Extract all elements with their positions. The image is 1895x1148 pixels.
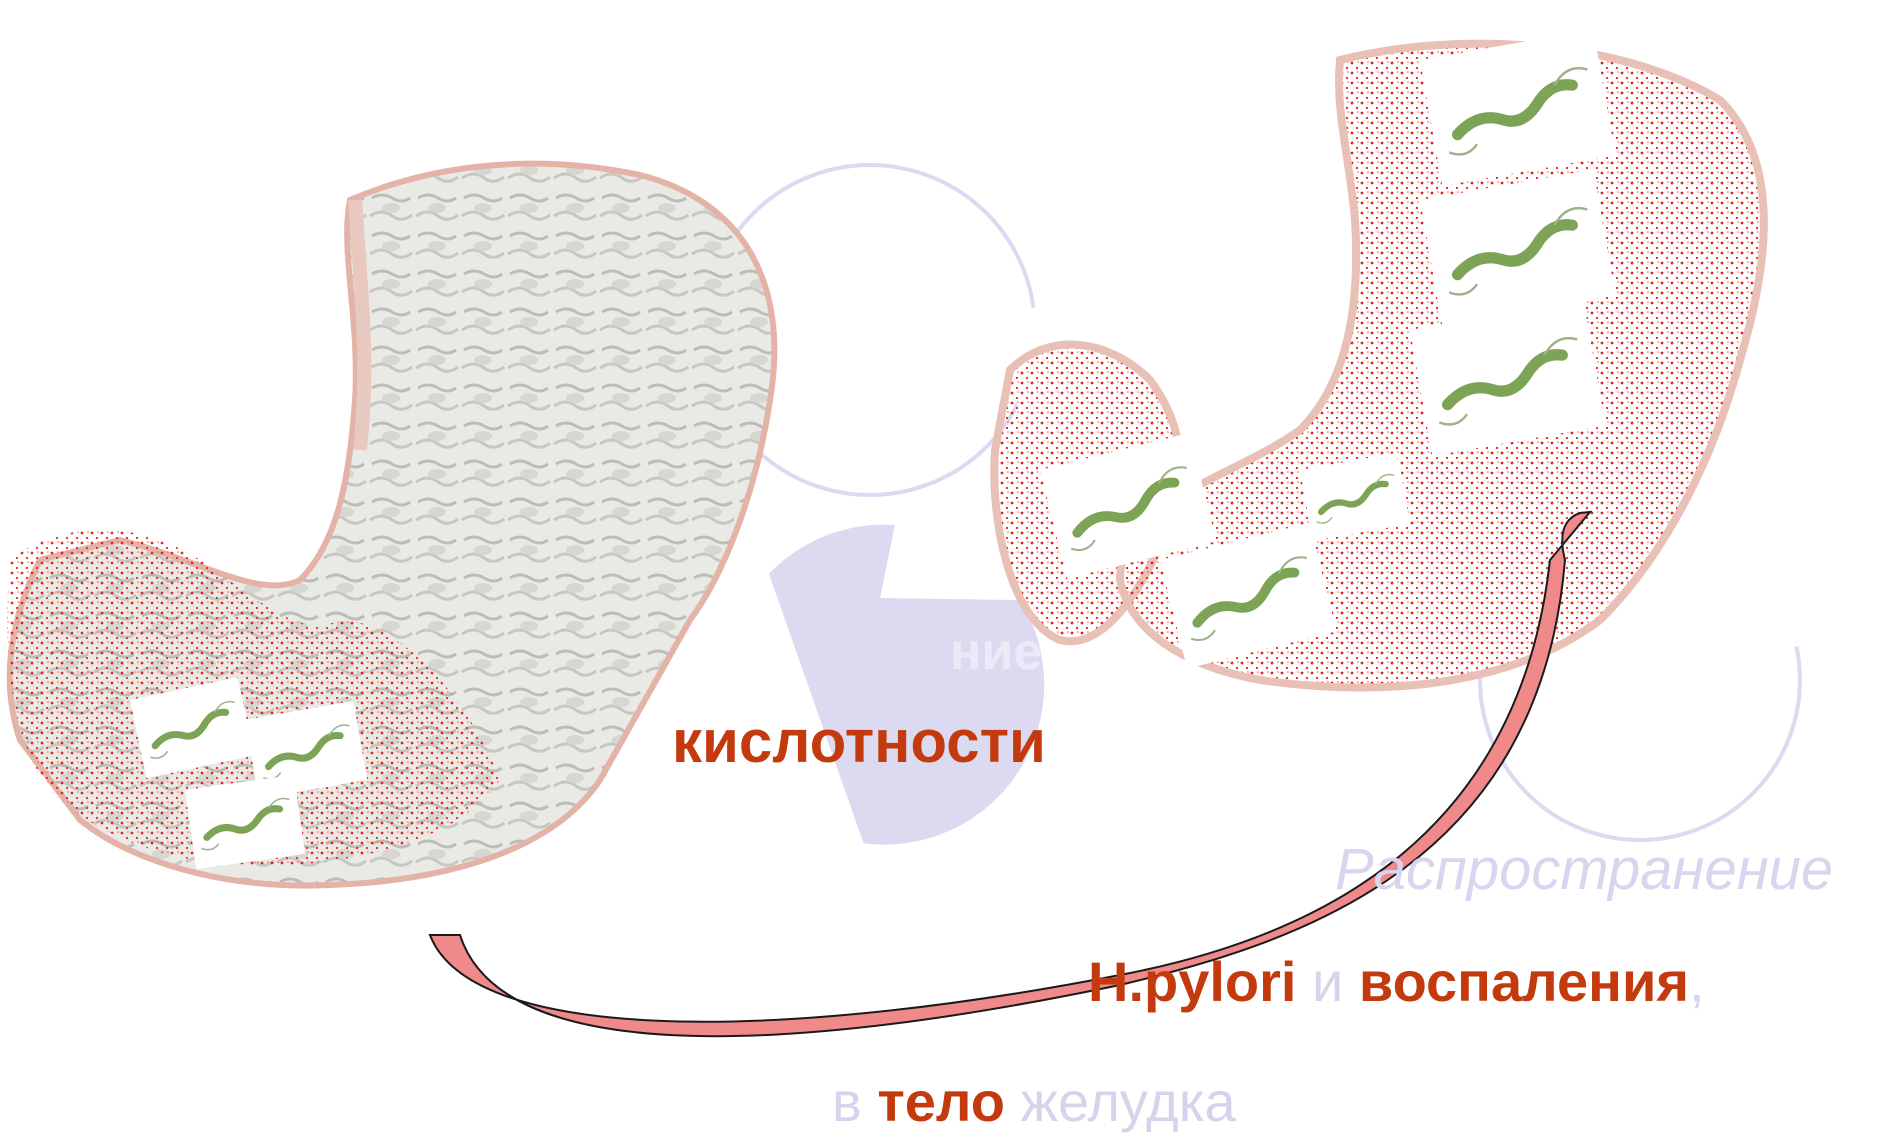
hpylori-label: H.pylori: [1088, 950, 1296, 1013]
comma: ,: [1689, 950, 1705, 1013]
into-word: в: [832, 1070, 877, 1133]
stomach-body-line: в тело желудка: [832, 1068, 1236, 1136]
faded-word-fragment: ние: [950, 622, 1042, 682]
and-word: и: [1296, 950, 1358, 1013]
inflammation-label: воспаления: [1359, 950, 1689, 1013]
acidity-label: кислотности: [672, 706, 1046, 778]
body-label: тело: [877, 1070, 1005, 1133]
spread-label: Распространение: [1335, 835, 1833, 905]
hpylori-inflammation-line: H.pylori и воспаления,: [1088, 948, 1705, 1016]
stomach-word: желудка: [1005, 1070, 1236, 1133]
